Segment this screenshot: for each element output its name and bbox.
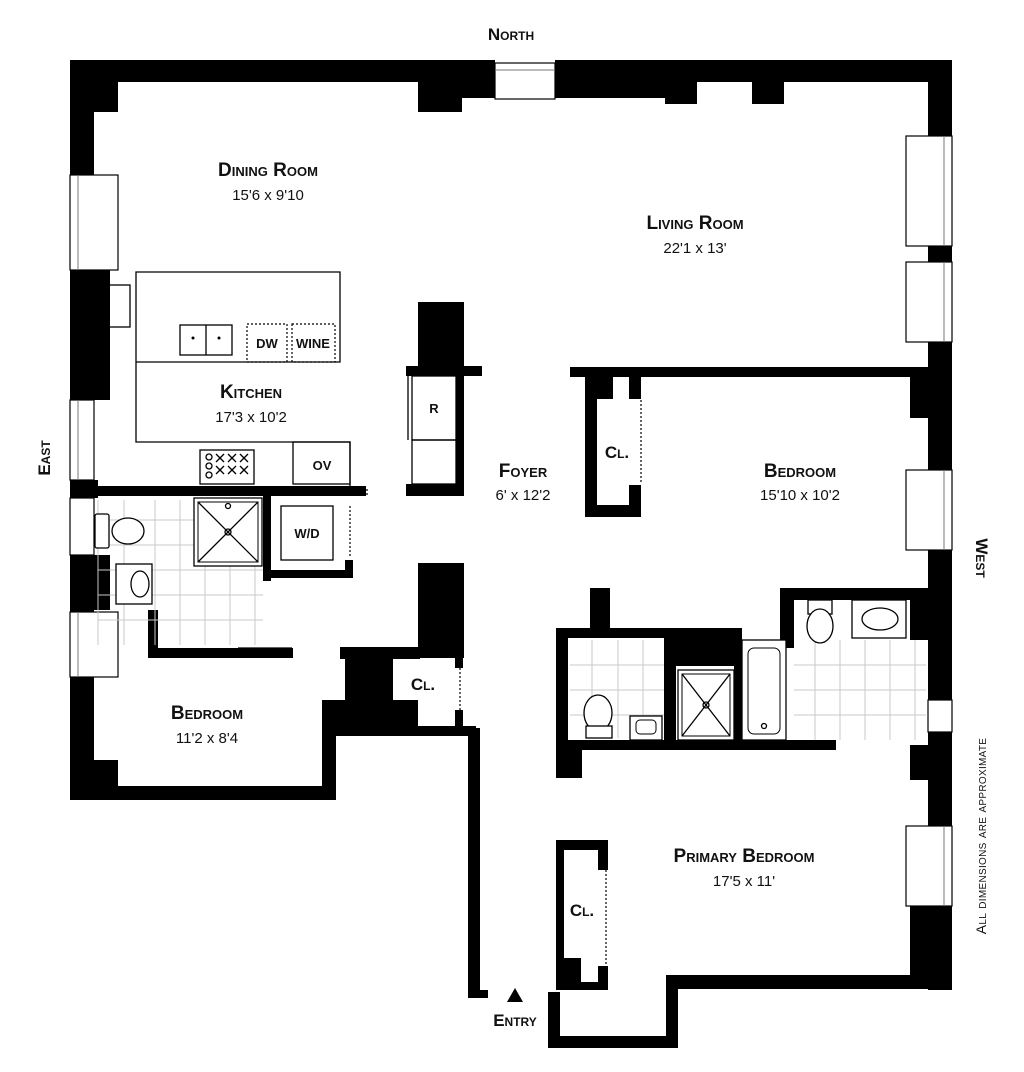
kitchen-dims: 17'3 x 10'2 [215,409,287,426]
west-baths [570,599,926,741]
compass-east: East [35,440,54,476]
living-room-name: Living Room [646,213,743,234]
wine-fridge-label: WINE [296,336,330,351]
stove-burners [205,453,249,479]
dining-room-name: Dining Room [218,160,318,181]
labels: North East West All dimensions are appro… [35,25,991,1030]
oven-label: OV [313,458,332,473]
closet-primary: Cl. [570,901,594,920]
kitchen-name: Kitchen [220,382,282,403]
windows [69,62,953,907]
refrigerator-label: R [429,401,439,416]
closet-bedroom-west: Cl. [605,443,629,462]
closet-openings [459,400,642,966]
kitchen-fixtures [99,271,457,486]
interior-walls [94,302,952,990]
bedroom-east-name: Bedroom [171,703,243,724]
bedroom-west-dims: 15'10 x 10'2 [760,487,840,504]
dishwasher-label: DW [256,336,278,351]
living-room-dims: 22'1 x 13' [663,240,726,257]
entry-label: Entry [493,1011,537,1030]
dining-room-dims: 15'6 x 9'10 [232,187,304,204]
bedroom-west-name: Bedroom [764,461,836,482]
closet-bedroom-east: Cl. [411,675,435,694]
primary-bedroom-dims: 17'5 x 11' [713,873,775,890]
primary-bedroom-name: Primary Bedroom [674,846,815,867]
compass-west: West [972,538,991,578]
compass-north: North [488,25,534,44]
dimensions-note: All dimensions are approximate [973,738,989,935]
foyer-name: Foyer [499,461,548,482]
east-bath [94,489,368,653]
bedroom-east-dims: 11'2 x 8'4 [176,730,238,747]
west-bath-tiles [570,640,926,740]
washer-dryer-label: W/D [294,526,319,541]
foyer-dims: 6' x 12'2 [496,487,551,504]
entry-arrow-icon [507,988,523,1002]
